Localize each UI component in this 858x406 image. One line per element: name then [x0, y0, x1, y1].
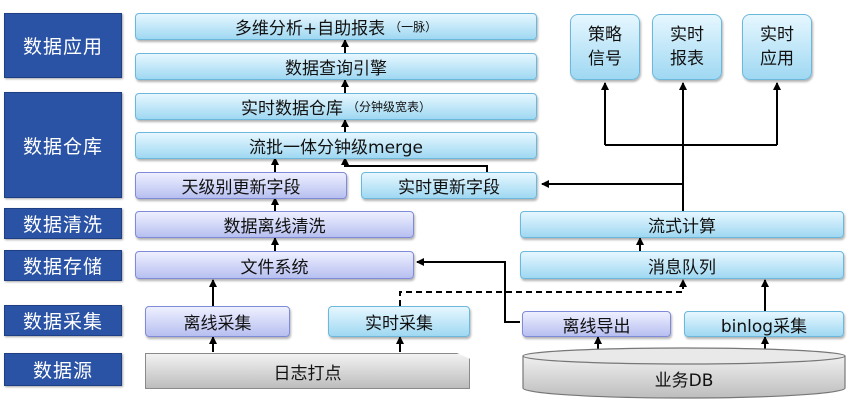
message-queue-box: 消息队列	[520, 251, 844, 279]
multi-dim-analysis-note: （一脉）	[389, 20, 438, 34]
output-app-line2: 应用	[760, 49, 794, 69]
offline-collect-box: 离线采集	[145, 306, 290, 337]
arrow-realtime-collect-to-mq	[399, 279, 687, 306]
layer-data-application: 数据应用	[4, 13, 122, 78]
realtime-update-label: 实时更新字段	[398, 178, 500, 198]
layer-data-cleaning: 数据清洗	[4, 208, 122, 239]
layer-data-storage: 数据存储	[4, 250, 122, 281]
offline-export-box: 离线导出	[522, 311, 671, 337]
log-tracking-box: 日志打点	[145, 353, 470, 389]
merge-box: 流批一体分钟级merge	[135, 132, 537, 159]
file-system-box: 文件系统	[135, 251, 414, 279]
business-db-label: 业务DB	[654, 370, 714, 391]
daily-update-label: 天级别更新字段	[181, 178, 301, 198]
realtime-collect-label: 实时采集	[365, 314, 433, 334]
message-queue-label: 消息队列	[648, 257, 716, 278]
output-strategy-line2: 信号	[588, 49, 622, 69]
offline-collect-label: 离线采集	[183, 314, 252, 334]
realtime-update-box: 实时更新字段	[361, 172, 537, 199]
binlog-collect-label: binlog采集	[720, 316, 808, 337]
query-engine-label: 数据查询引擎	[285, 59, 387, 79]
log-tracking-label: 日志打点	[273, 363, 342, 384]
arrow-export-to-fs	[416, 258, 520, 323]
output-realtime-report-box: 实时 报表	[652, 14, 722, 80]
realtime-dw-box: 实时数据仓库 （分钟级宽表）	[135, 93, 537, 120]
output-report-line2: 报表	[670, 49, 704, 69]
output-app-line1: 实时	[760, 25, 794, 45]
output-strategy-line1: 策略	[588, 25, 622, 45]
merge-label: 流批一体分钟级merge	[249, 138, 423, 158]
offline-clean-label: 数据离线清洗	[223, 217, 326, 237]
layer-data-source: 数据源	[4, 353, 122, 386]
realtime-dw-label: 实时数据仓库	[240, 99, 343, 119]
arrow-realtime-to-merge	[341, 157, 488, 173]
business-db-cylinder	[522, 347, 846, 399]
file-system-label: 文件系统	[240, 257, 309, 278]
daily-update-box: 天级别更新字段	[135, 172, 347, 199]
offline-clean-box: 数据离线清洗	[135, 211, 414, 238]
binlog-collect-box: binlog采集	[684, 311, 844, 337]
multi-dim-analysis-box: 多维分析+自助报表 （一脉）	[135, 13, 537, 40]
stream-compute-label: 流式计算	[648, 217, 716, 237]
arrow-stream-to-realtime-update	[541, 180, 684, 212]
output-report-line1: 实时	[670, 25, 704, 45]
realtime-collect-box: 实时采集	[328, 306, 470, 337]
layer-data-collection: 数据采集	[4, 305, 122, 336]
stream-compute-box: 流式计算	[520, 211, 844, 238]
output-realtime-app-box: 实时 应用	[742, 14, 812, 80]
output-strategy-signal-box: 策略 信号	[570, 14, 640, 80]
realtime-dw-note: （分钟级宽表）	[346, 100, 431, 114]
offline-export-label: 离线导出	[562, 316, 631, 337]
multi-dim-analysis-label: 多维分析+自助报表	[234, 19, 386, 39]
query-engine-box: 数据查询引擎	[135, 53, 537, 80]
layer-data-warehouse: 数据仓库	[4, 92, 122, 198]
